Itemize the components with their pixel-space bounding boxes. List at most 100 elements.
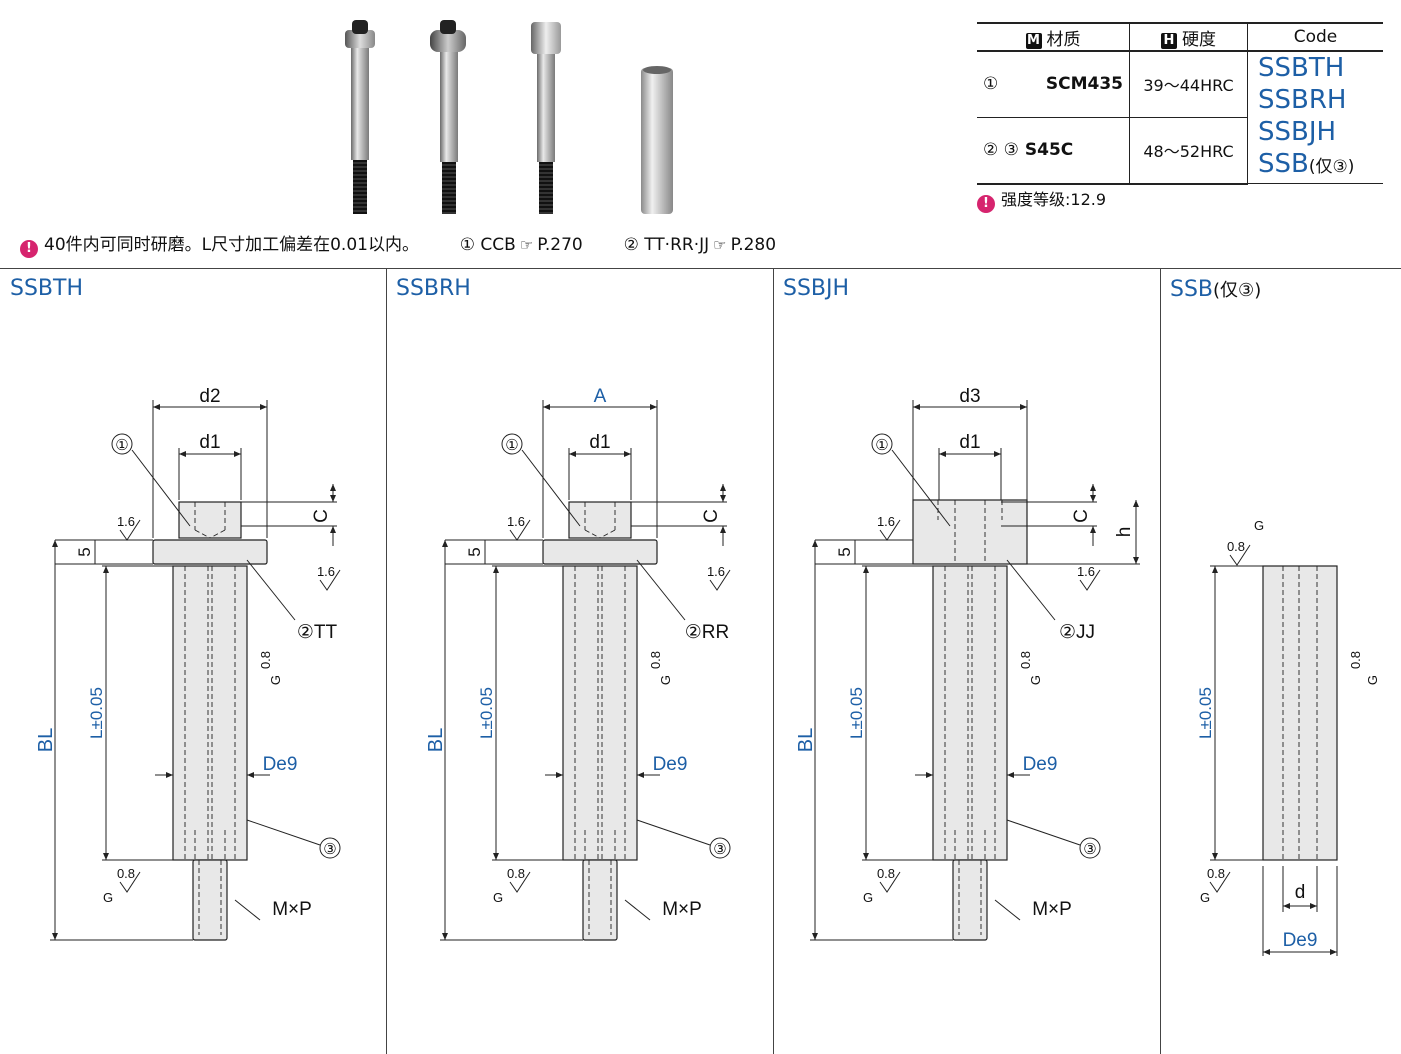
panel2-bl-label: BL bbox=[795, 728, 817, 752]
panel3-sleeve bbox=[1262, 565, 1338, 861]
arrow-head bbox=[1090, 495, 1096, 502]
panel2-callout-2: ②JJ bbox=[1059, 622, 1095, 643]
panel-title-ssbjh: SSBJH bbox=[783, 276, 850, 301]
panel0-leader-mxp bbox=[234, 899, 261, 921]
arrow-head bbox=[1310, 903, 1317, 909]
panel2-callout-1 bbox=[871, 433, 893, 455]
panel0-callout-3-label: ③ bbox=[323, 841, 336, 858]
arrow-head bbox=[247, 772, 254, 778]
panel0-de9-label: De9 bbox=[263, 754, 298, 775]
arrow-head bbox=[913, 404, 920, 410]
panel0-width-label: d2 bbox=[199, 386, 220, 407]
arrow-head bbox=[330, 495, 336, 502]
panel0-leader-1 bbox=[131, 449, 191, 527]
panel1-callout-1 bbox=[501, 433, 523, 455]
panel3-roughness-top bbox=[1229, 544, 1251, 566]
arrow-head bbox=[179, 451, 186, 457]
panel2-c-label: C bbox=[1071, 509, 1092, 523]
arrow-head bbox=[863, 566, 869, 573]
panel2-stud bbox=[952, 859, 988, 941]
panel0-shaft bbox=[172, 565, 248, 861]
panel2-leader-1 bbox=[891, 449, 951, 527]
panel1-leader-mxp bbox=[624, 899, 651, 921]
panel1-grade-shaft: G bbox=[658, 675, 673, 685]
panel0-roughness-bottom bbox=[119, 871, 141, 893]
panel1-shaft bbox=[562, 565, 638, 861]
panel2-roughness-bottom bbox=[879, 871, 901, 893]
arrow-head bbox=[1212, 566, 1218, 573]
hidden-line bbox=[209, 529, 226, 539]
panel-divider bbox=[1160, 268, 1161, 1054]
arrow-head bbox=[1263, 949, 1270, 955]
code-cell: SSBTH SSBRH SSBJH SSB(仅③) bbox=[1247, 50, 1383, 184]
panel1-roughness-flange bbox=[709, 569, 731, 591]
hardness-cell-2: 48～52HRC bbox=[1129, 116, 1248, 185]
panel2-callout-3 bbox=[1079, 837, 1101, 859]
panel3-grade-top: G bbox=[1254, 518, 1264, 533]
panel1-d1-label: d1 bbox=[589, 432, 610, 453]
panel0-leader-3 bbox=[246, 819, 321, 846]
panel1-five-label: 5 bbox=[465, 547, 484, 556]
panel0-roughness-shaft: 0.8 bbox=[258, 651, 273, 669]
code-header: Code bbox=[1247, 22, 1383, 52]
warning-icon: ! bbox=[977, 195, 995, 213]
panel3-roughness-bottom bbox=[1209, 871, 1231, 893]
arrow-head bbox=[330, 484, 336, 491]
arrow-head bbox=[1020, 404, 1027, 410]
panel0-flange bbox=[152, 539, 268, 565]
arrow-head bbox=[166, 772, 173, 778]
panel-title-ssb: SSB(仅③) bbox=[1170, 277, 1262, 302]
panel2-l-label: L±0.05 bbox=[847, 687, 866, 739]
panel1-callout-1-label: ① bbox=[505, 437, 518, 454]
panel0-grade-bottom: G bbox=[103, 890, 113, 905]
panel1-grade-bottom: G bbox=[493, 890, 503, 905]
panel0-leader-2 bbox=[246, 559, 296, 621]
panel1-width-label: A bbox=[594, 386, 607, 407]
arrow-head bbox=[260, 404, 267, 410]
arrow-head bbox=[493, 853, 499, 860]
arrow-head bbox=[1090, 484, 1096, 491]
panel0-bl-label: BL bbox=[35, 728, 57, 752]
arrow-head bbox=[939, 451, 946, 457]
arrow-head bbox=[1133, 500, 1139, 507]
hidden-line bbox=[194, 529, 211, 539]
panel2-de9-label: De9 bbox=[1023, 754, 1058, 775]
pointing-hand-icon: ☞ bbox=[519, 236, 534, 254]
arrow-head bbox=[442, 933, 448, 940]
arrow-head bbox=[1007, 772, 1014, 778]
code-ssbth: SSBTH bbox=[1258, 53, 1345, 83]
arrow-head bbox=[650, 404, 657, 410]
code-ssb: SSB(仅③) bbox=[1258, 149, 1355, 179]
panel3-roughness-top-value: 0.8 bbox=[1227, 539, 1245, 554]
panel1-roughness-shaft: 0.8 bbox=[648, 651, 663, 669]
arrow-head bbox=[493, 566, 499, 573]
panel-title-ssbth: SSBTH bbox=[10, 276, 84, 301]
panel2-shaft bbox=[932, 565, 1008, 861]
panel0-roughness-flange-value: 1.6 bbox=[317, 564, 335, 579]
arrow-head bbox=[153, 404, 160, 410]
panel1-roughness-bottom bbox=[509, 871, 531, 893]
panel2-roughness-flange-value: 1.6 bbox=[1077, 564, 1095, 579]
arrow-head bbox=[543, 404, 550, 410]
panel2-roughness-top-value: 1.6 bbox=[877, 514, 895, 529]
panel0-mxp-label: M×P bbox=[272, 899, 312, 920]
arrow-head bbox=[103, 566, 109, 573]
notes-line: !40件内可同时研磨。L尺寸加工偏差在0.01以内。 ① CCB☞P.270 ②… bbox=[20, 230, 776, 258]
panel1-l-label: L±0.05 bbox=[477, 687, 496, 739]
arrow-head bbox=[1283, 903, 1290, 909]
warning-icon: ! bbox=[20, 240, 38, 258]
arrow-head bbox=[103, 853, 109, 860]
hidden-line bbox=[584, 529, 601, 539]
panel1-stud bbox=[582, 859, 618, 941]
code-ssbrh: SSBRH bbox=[1258, 85, 1347, 115]
panel3-de9-label: De9 bbox=[1283, 930, 1318, 951]
arrow-head bbox=[556, 772, 563, 778]
arrow-head bbox=[624, 451, 631, 457]
panel3-grade-shaft: G bbox=[1365, 675, 1380, 685]
panel0-five-label: 5 bbox=[75, 547, 94, 556]
